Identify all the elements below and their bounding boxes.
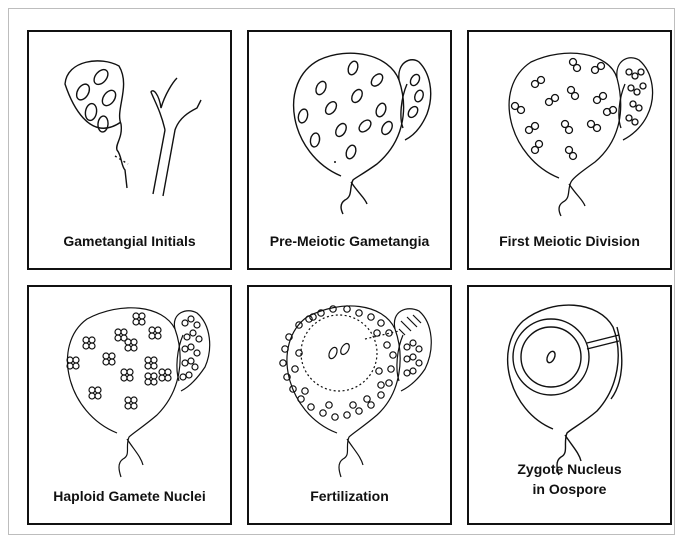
panel-caption: Fertilization — [249, 486, 450, 506]
panel-caption: Gametangial Initials — [29, 231, 230, 251]
panel-caption-two-line: Zygote Nucleus in Oospore — [469, 459, 670, 499]
caption-line-1: Zygote Nucleus — [469, 459, 670, 479]
caption-line-2: in Oospore — [469, 479, 670, 499]
panel-caption: First Meiotic Division — [469, 231, 670, 251]
panel-caption: Haploid Gamete Nuclei — [29, 486, 230, 506]
panel-zygote-nucleus: Zygote Nucleus in Oospore — [467, 285, 672, 525]
panel-caption: Pre-Meiotic Gametangia — [249, 231, 450, 251]
panel-fertilization: Fertilization — [247, 285, 452, 525]
panel-haploid-gamete-nuclei: Haploid Gamete Nuclei — [27, 285, 232, 525]
panel-pre-meiotic-gametangia: Pre-Meiotic Gametangia — [247, 30, 452, 270]
panel-first-meiotic-division: First Meiotic Division — [467, 30, 672, 270]
panel-gametangial-initials: Gametangial Initials — [27, 30, 232, 270]
